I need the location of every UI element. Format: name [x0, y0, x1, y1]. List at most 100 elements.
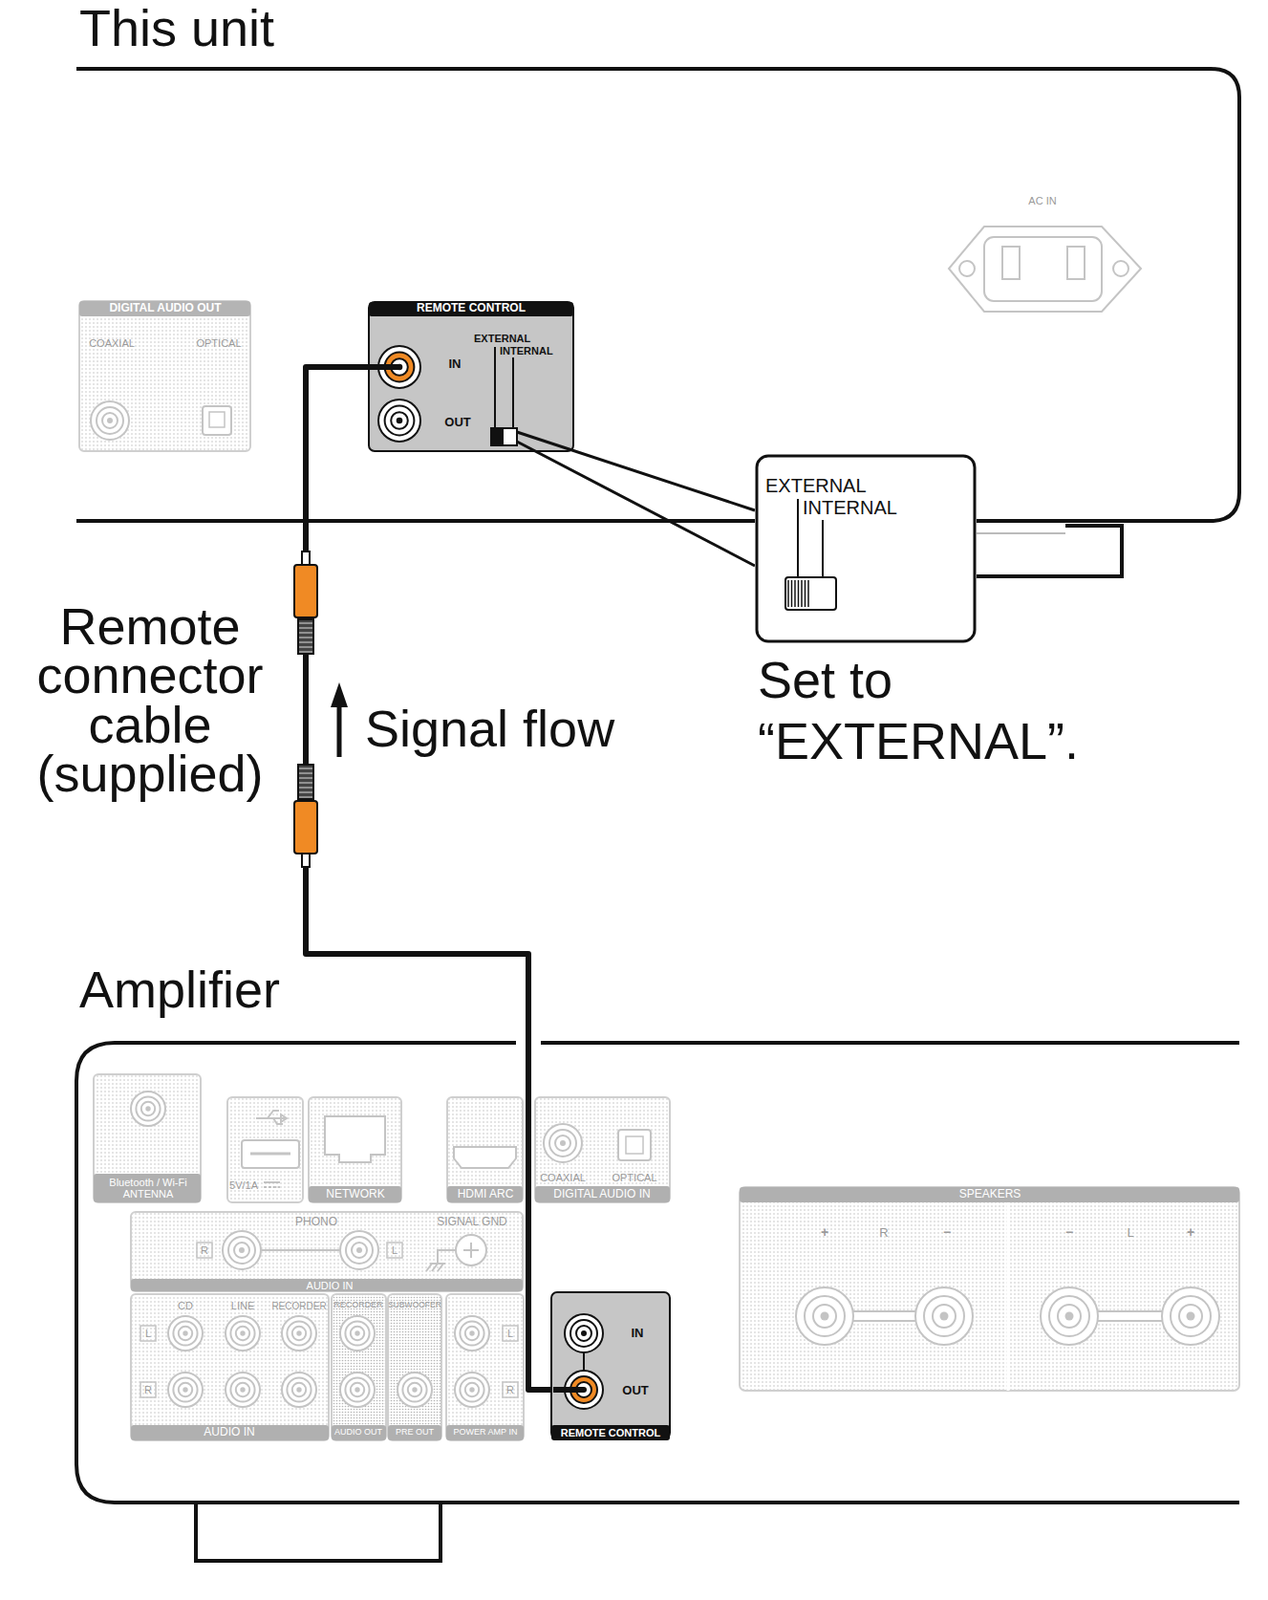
drawing-g — [454, 1372, 490, 1407]
drawing-circle — [1179, 1304, 1203, 1328]
drawing-g — [281, 1315, 317, 1351]
drawing-rect — [446, 1424, 524, 1440]
port-label: RECORDER — [333, 1300, 384, 1311]
drawing-circle — [90, 401, 129, 440]
drawing-rect — [209, 411, 225, 428]
drawing-circle — [570, 1319, 598, 1347]
drawing-circle — [940, 1311, 949, 1321]
drawing-rect — [387, 1424, 442, 1440]
drawing-circle — [356, 1246, 363, 1253]
port-label: OUT — [444, 415, 471, 430]
port-label: R — [144, 1383, 152, 1396]
drawing-rect — [984, 236, 1102, 301]
drawing-line — [299, 651, 313, 653]
drawing-circle — [354, 1330, 360, 1335]
port-label: IN — [449, 357, 462, 371]
drawing-line — [366, 364, 400, 370]
drawing-circle — [230, 1320, 255, 1345]
drawing-g — [454, 1315, 490, 1351]
drawing-rect — [785, 577, 837, 610]
port-label: SPEAKERS — [959, 1187, 1022, 1201]
port-label: INTERNAL — [802, 496, 898, 518]
drawing-circle — [296, 1386, 301, 1392]
pre-out-panel: SUBWOOFERPRE OUT — [387, 1293, 442, 1440]
drawing-circle — [168, 1372, 203, 1407]
drawing-polyline — [976, 525, 1122, 577]
drawing-rect — [301, 551, 310, 565]
drawing-circle — [222, 1230, 261, 1269]
power-amp-panel: LRPOWER AMP IN — [446, 1293, 524, 1440]
drawing-line — [299, 623, 313, 624]
drawing-rect — [130, 1211, 523, 1291]
drawing-rect — [446, 1293, 524, 1440]
drawing-circle — [459, 1376, 484, 1401]
drawing-circle — [141, 1101, 155, 1116]
drawing-circle — [795, 1287, 854, 1345]
audio-out-panel: RECORDERAUDIO OUT — [331, 1293, 387, 1440]
drawing-rect — [491, 428, 517, 446]
drawing-circle — [378, 399, 421, 442]
drawing-circle — [96, 407, 124, 434]
drawing-line — [337, 702, 343, 757]
drawing-line — [299, 796, 313, 798]
port-label: REMOTE CONTROL — [560, 1426, 662, 1439]
drawing-circle — [130, 1091, 166, 1126]
drawing-circle — [350, 1382, 365, 1397]
drawing-circle — [182, 1386, 188, 1392]
drawing-circle — [1161, 1287, 1220, 1345]
drawing-circle — [225, 1372, 260, 1407]
drawing-circle — [172, 1376, 197, 1401]
port-label: AUDIO IN — [203, 1425, 255, 1439]
connector-label: AC IN — [1028, 194, 1056, 207]
drawing-g — [1161, 1287, 1220, 1345]
remote-cable — [305, 366, 552, 1390]
drawing-circle — [465, 1326, 479, 1340]
drawing-circle — [350, 1326, 365, 1340]
drawing-line — [804, 580, 807, 607]
drawing-rect — [298, 619, 314, 654]
drawing-rect — [739, 1186, 1240, 1391]
unit-title: This unit — [79, 0, 275, 57]
drawing-path — [76, 1042, 1240, 1503]
drawing-rect — [140, 1325, 156, 1341]
drawing-circle — [820, 1311, 830, 1321]
drawing-line — [516, 441, 755, 566]
drawing-circle — [239, 1386, 245, 1392]
port-label: EXTERNAL — [473, 332, 531, 344]
drawing-circle — [555, 1135, 571, 1151]
drawing-circle — [549, 1129, 577, 1157]
drawing-circle — [396, 417, 404, 425]
drawing-circle — [238, 1246, 245, 1253]
usb-panel: 5V/1A — [227, 1096, 303, 1203]
drawing-rect — [79, 300, 251, 452]
port-label: R — [879, 1225, 888, 1240]
drawing-line — [299, 782, 313, 784]
port-label: OPTICAL — [611, 1171, 657, 1183]
unit-housing: DIGITAL AUDIO OUTCOAXIALOPTICALREMOTE CO… — [76, 0, 1243, 528]
drawing-rect — [1067, 246, 1085, 280]
port-label: − — [1065, 1225, 1074, 1240]
drawing-path — [453, 1146, 516, 1168]
drawing-g — [378, 399, 421, 442]
port-label: POWER AMP IN — [453, 1427, 518, 1438]
drawing-circle — [813, 1304, 837, 1328]
drawing-g — [915, 1287, 973, 1345]
drawing-circle — [145, 1105, 151, 1111]
audio-in-panel: CDLINERECORDERLRAUDIO IN — [130, 1293, 329, 1440]
drawing-circle — [576, 1325, 592, 1341]
drawing-circle — [345, 1236, 373, 1264]
drawing-circle — [580, 1330, 587, 1336]
speaker-panel: SPEAKERS+R−−L+ — [739, 1186, 1240, 1391]
port-label: RECORDER — [271, 1300, 326, 1311]
port-label: 5V/1A — [229, 1179, 258, 1191]
drawing-rect — [202, 406, 232, 435]
drawing-rect — [294, 800, 318, 854]
drawing-path — [76, 68, 1240, 521]
drawing-path — [948, 226, 1141, 312]
port-label: + — [820, 1225, 829, 1240]
drawing-circle — [804, 1295, 845, 1336]
drawing-rect — [93, 1173, 201, 1203]
drawing-circle — [390, 411, 409, 430]
